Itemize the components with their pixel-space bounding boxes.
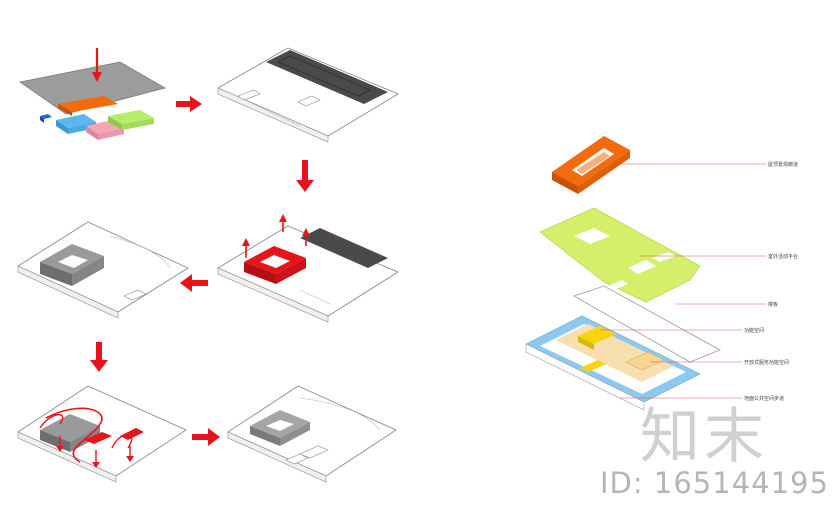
arrow-right-icon <box>176 96 202 112</box>
leader-lines <box>600 163 766 399</box>
step-1-massing <box>19 61 167 140</box>
arrow-left-icon <box>180 274 208 292</box>
step-6-site <box>227 385 397 483</box>
label-green-platform: 室外活动平台 <box>768 253 798 260</box>
yellow-volume <box>578 326 616 344</box>
orange-block <box>58 96 118 112</box>
base-level <box>525 315 701 411</box>
step-5-site <box>17 385 187 483</box>
green-block <box>108 110 154 124</box>
red-block <box>84 432 112 444</box>
blue-block <box>56 114 96 128</box>
step-2-site <box>216 47 399 143</box>
arrow-down-icon <box>92 48 102 82</box>
circulation-path <box>45 407 103 463</box>
dark-roof <box>266 50 388 104</box>
small-blue-block <box>40 114 52 119</box>
process-arrows <box>90 48 314 446</box>
green-platform <box>539 207 701 303</box>
label-beige-zone: 开放式服务功能空间 <box>744 359 789 366</box>
exploded-axonometric: 屋顶景观廊道 室外活动平台 楼板 功能空间 开放式服务功能空间 地面公共空间步道 <box>525 136 798 411</box>
red-block <box>120 428 144 440</box>
roof-slab <box>19 61 167 115</box>
arrow-up-icon <box>242 214 310 258</box>
watermark-id: ID: 165144195 <box>600 466 829 500</box>
label-yellow-volume: 功能空间 <box>744 327 764 334</box>
label-blue-base: 地面公共空间步道 <box>744 395 784 402</box>
grey-ring <box>40 414 100 442</box>
step-3-site <box>217 225 399 323</box>
step-4-site <box>17 221 189 319</box>
arrow-down-icon <box>296 160 314 192</box>
label-roof-ring: 屋顶景观廊道 <box>768 161 798 168</box>
dark-roof <box>300 228 388 268</box>
watermark-brand: 知末 <box>640 402 768 472</box>
arrow-right-icon <box>192 428 220 446</box>
orange-roof-ring <box>552 136 630 194</box>
label-ground-slab: 楼板 <box>768 301 778 308</box>
arrow-down-icon <box>90 342 108 372</box>
ground-slab <box>573 285 721 363</box>
